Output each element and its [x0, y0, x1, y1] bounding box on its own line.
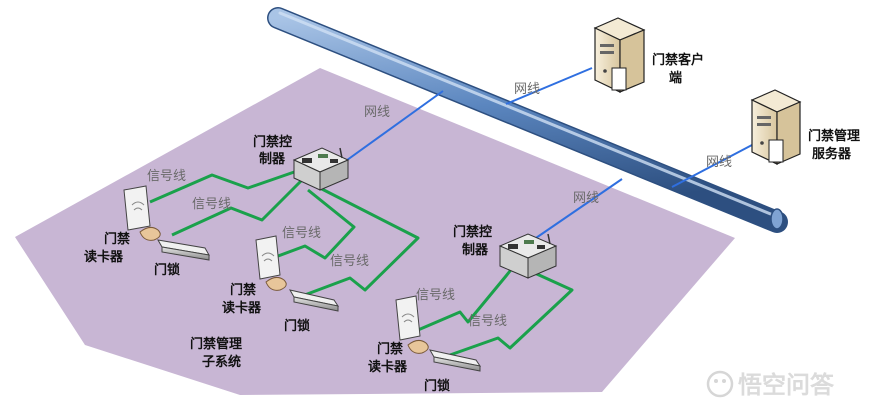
controller2-label-line1: 门禁控	[453, 224, 492, 240]
net-ctrl1-label: 网线	[364, 105, 390, 120]
lock1-label: 门锁	[154, 262, 180, 278]
sig-c2-lock3	[449, 268, 574, 357]
reader1-card-reader-icon	[123, 185, 161, 241]
reader2-card-reader-icon	[255, 235, 287, 291]
server-label-line1: 门禁管理	[808, 128, 860, 144]
controller2-board-icon	[498, 233, 558, 279]
watermark-text: 悟空问答	[738, 371, 835, 399]
subsystem-label-line1: 门禁管理	[190, 336, 242, 352]
network-backbone-pipe	[267, 7, 788, 233]
management-server-tower-icon	[750, 89, 802, 165]
net-cable-client	[505, 67, 593, 105]
sig-c1-c-label: 信号线	[282, 226, 321, 241]
sig-c2-reader3	[417, 265, 516, 332]
lock2-magnetic-lock-icon	[289, 289, 340, 312]
sig-c1-lock1	[171, 178, 304, 237]
controller1-label-line2: 制器	[259, 151, 286, 167]
reader3-card-reader-icon	[395, 295, 429, 354]
sig-c1-b-label: 信号线	[192, 197, 231, 212]
net-cable-controller2	[532, 178, 623, 241]
net-client-label: 网线	[514, 82, 540, 97]
client-label-line2: 端	[669, 70, 682, 86]
signal-wires	[149, 168, 574, 357]
lock2-label: 门锁	[284, 318, 310, 334]
sig-c1-d-label: 信号线	[330, 254, 369, 269]
watermark-logo-icon	[706, 370, 734, 398]
sig-c2-b-label: 信号线	[468, 314, 507, 329]
sig-c1-reader1	[149, 168, 301, 204]
net-server-label: 网线	[706, 155, 732, 170]
controller2-label-line2: 制器	[462, 242, 489, 258]
sig-c1-a-label: 信号线	[147, 169, 186, 184]
reader1-label-line2: 读卡器	[84, 249, 124, 265]
lock1-magnetic-lock-icon	[157, 239, 210, 261]
server-label-line2: 服务器	[812, 146, 852, 162]
reader2-label-line1: 门禁	[230, 282, 256, 298]
client-label-line1: 门禁客户	[652, 52, 704, 68]
subsystem-label-line2: 子系统	[202, 354, 241, 370]
reader2-label-line2: 读卡器	[222, 300, 262, 316]
controller1-board-icon	[292, 147, 350, 191]
client-server-tower-icon	[593, 17, 646, 93]
controller1-label-line1: 门禁控	[253, 134, 292, 150]
net-cable-server	[671, 144, 753, 188]
net-ctrl2-label: 网线	[573, 191, 599, 206]
subsystem-floor	[15, 68, 735, 395]
reader3-label-line1: 门禁	[377, 341, 403, 357]
sig-c1-lock2	[301, 184, 420, 298]
net-cable-controller1	[335, 90, 444, 169]
ethernet-cables	[335, 67, 753, 241]
lock3-label: 门锁	[424, 378, 450, 394]
lock3-magnetic-lock-icon	[429, 349, 482, 372]
sig-c1-reader2	[261, 188, 356, 264]
sig-c2-a-label: 信号线	[416, 288, 455, 303]
reader1-label-line1: 门禁	[104, 231, 130, 247]
reader3-label-line2: 读卡器	[368, 359, 408, 375]
watermark: 悟空问答	[706, 370, 835, 399]
